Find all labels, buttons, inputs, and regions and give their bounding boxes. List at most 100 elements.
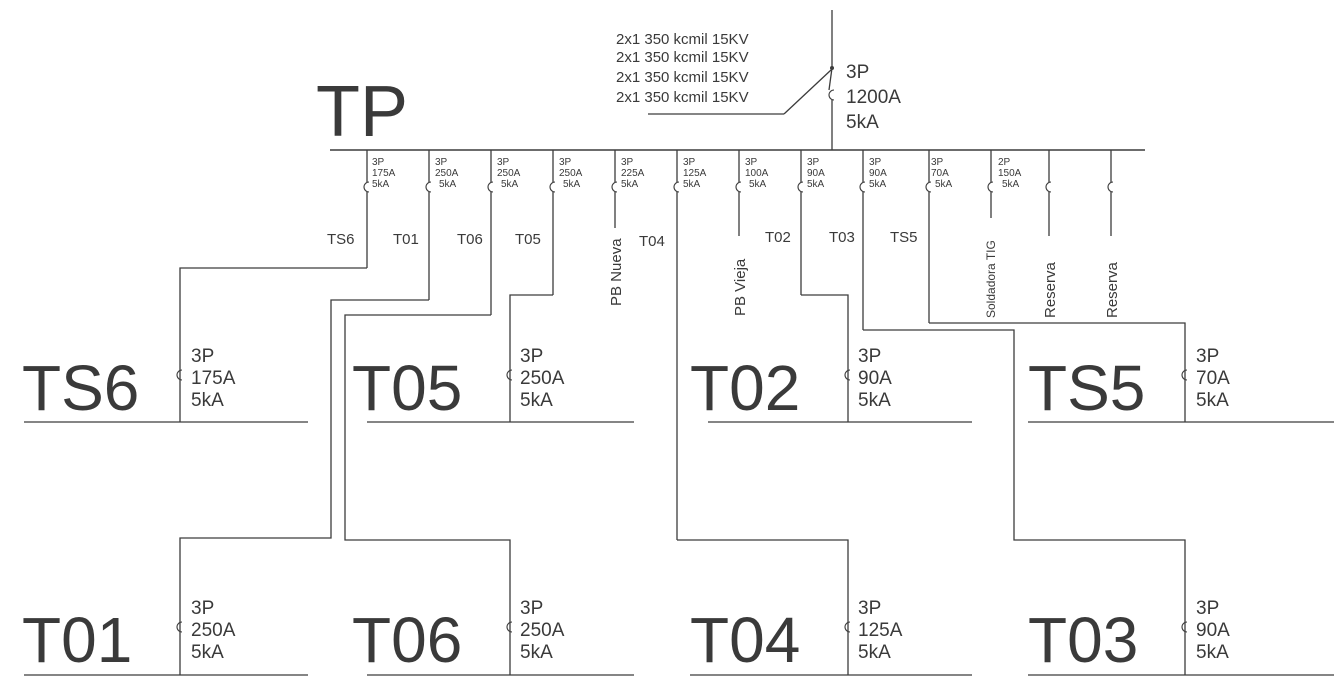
panel-poles: 3P: [1196, 598, 1219, 619]
breaker-ka: 5kA: [749, 179, 767, 190]
breaker-poles: 3P: [869, 157, 882, 168]
bus-breaker-pb-nueva: 3P 225A 5kA: [621, 157, 645, 190]
breaker-amps: 90A: [807, 168, 825, 179]
main-breaker-poles: 3P: [846, 62, 869, 83]
panel-title: TS5: [1028, 352, 1145, 424]
bus-breaker-ts5: 3P 70A 5kA: [931, 157, 953, 190]
sub-panel-ts5: TS5 3P 70A 5kA: [1028, 346, 1334, 424]
breaker-ka: 5kA: [869, 179, 887, 190]
bus-breaker-t06: 3P 250A 5kA: [497, 157, 521, 190]
feeder-label-t03: T03: [829, 229, 855, 246]
breaker-poles: 3P: [745, 157, 758, 168]
panel-title: T04: [690, 604, 800, 676]
breaker-ka: 5kA: [563, 179, 581, 190]
panel-ka: 5kA: [191, 642, 224, 663]
breaker-poles: 3P: [559, 157, 572, 168]
panel-ka: 5kA: [191, 390, 224, 411]
panel-amps: 250A: [520, 368, 565, 389]
panel-poles: 3P: [520, 346, 543, 367]
bus-breaker-t02: 3P 90A 5kA: [807, 157, 825, 190]
breaker-amps: 125A: [683, 168, 707, 179]
panel-amps: 125A: [858, 620, 903, 641]
breaker-ka: 5kA: [807, 179, 825, 190]
breaker-amps: 70A: [931, 168, 949, 179]
breaker-poles: 3P: [372, 157, 385, 168]
panel-ka: 5kA: [1196, 642, 1229, 663]
feeder-label-t06: T06: [457, 231, 483, 248]
panel-amps: 250A: [191, 620, 236, 641]
bus-breaker-pb-vieja: 3P 100A 5kA: [745, 157, 769, 190]
feeder-label-t05: T05: [515, 231, 541, 248]
sub-panel-t05: T05 3P 250A 5kA: [352, 346, 634, 424]
breaker-poles: 3P: [683, 157, 696, 168]
bus-breaker-t01: 3P 250A 5kA: [435, 157, 459, 190]
feeder-label-t02: T02: [765, 229, 791, 246]
sub-panel-t06: T06 3P 250A 5kA: [352, 598, 634, 676]
breaker-poles: 3P: [435, 157, 448, 168]
cable-label: 2x1 350 kcmil 15KV: [616, 89, 749, 106]
breaker-amps: 150A: [998, 168, 1022, 179]
sub-panel-ts6: TS6 3P 175A 5kA: [22, 346, 308, 424]
panel-title: T05: [352, 352, 462, 424]
panel-title: T01: [22, 604, 132, 676]
feeder-labels: TS6 T01 T06 T05 T04 T02 T03 TS5 PB Nueva…: [327, 229, 1121, 318]
breaker-ka: 5kA: [439, 179, 457, 190]
breaker-amps: 250A: [559, 168, 583, 179]
feeder-label-ts5: TS5: [890, 229, 918, 246]
feeder-label-t01: T01: [393, 231, 419, 248]
panel-title: T06: [352, 604, 462, 676]
breaker-poles: 3P: [807, 157, 820, 168]
main-incoming: [648, 10, 835, 150]
breaker-amps: 100A: [745, 168, 769, 179]
panel-ka: 5kA: [520, 390, 553, 411]
main-breaker-rating: 3P 1200A 5kA: [846, 62, 901, 133]
panel-poles: 3P: [191, 346, 214, 367]
feeder-label-soldadora-tig: Soldadora TIG: [984, 240, 998, 318]
panel-ka: 5kA: [858, 642, 891, 663]
breaker-poles: 3P: [931, 157, 944, 168]
main-panel-title: TP: [316, 72, 408, 152]
cable-label: 2x1 350 kcmil 15KV: [616, 31, 749, 48]
breaker-ka: 5kA: [621, 179, 639, 190]
bus-breaker-t04: 3P 125A 5kA: [683, 157, 707, 190]
panel-amps: 90A: [1196, 620, 1230, 641]
panel-title: T02: [690, 352, 800, 424]
panel-poles: 3P: [858, 598, 881, 619]
breaker-amps: 250A: [435, 168, 459, 179]
breaker-ka: 5kA: [1002, 179, 1020, 190]
panel-title: TS6: [22, 352, 139, 424]
bus-breaker-soldadora-tig: 2P 150A 5kA: [998, 157, 1022, 190]
panel-amps: 250A: [520, 620, 565, 641]
breaker-amps: 90A: [869, 168, 887, 179]
breaker-ka: 5kA: [372, 179, 390, 190]
main-breaker-amps: 1200A: [846, 87, 901, 108]
feeder-routes: [179, 267, 1186, 675]
panel-poles: 3P: [191, 598, 214, 619]
breaker-amps: 175A: [372, 168, 396, 179]
sub-panel-t03: T03 3P 90A 5kA: [1028, 598, 1334, 676]
breaker-ka: 5kA: [935, 179, 953, 190]
breaker-amps: 250A: [497, 168, 521, 179]
feeder-label-pb-vieja: PB Vieja: [732, 258, 749, 316]
bus-breaker-t05: 3P 250A 5kA: [559, 157, 583, 190]
feeder-label-ts6: TS6: [327, 231, 355, 248]
feeder-label-reserva: Reserva: [1104, 261, 1121, 318]
panel-ka: 5kA: [1196, 390, 1229, 411]
sub-panel-t02: T02 3P 90A 5kA: [690, 346, 972, 424]
breaker-ka: 5kA: [501, 179, 519, 190]
breaker-ka: 5kA: [683, 179, 701, 190]
panel-poles: 3P: [1196, 346, 1219, 367]
cable-labels: 2x1 350 kcmil 15KV 2x1 350 kcmil 15KV 2x…: [616, 31, 749, 106]
breaker-amps: 225A: [621, 168, 645, 179]
bus-taps: [363, 150, 1114, 540]
cable-label: 2x1 350 kcmil 15KV: [616, 69, 749, 86]
panel-poles: 3P: [520, 598, 543, 619]
bus-breakers: 3P 175A 5kA 3P 250A 5kA 3P 250A 5kA 3P 2…: [372, 157, 1022, 190]
bus-breaker-ts6: 3P 175A 5kA: [372, 157, 396, 190]
panel-title: T03: [1028, 604, 1138, 676]
panel-ka: 5kA: [520, 642, 553, 663]
panel-amps: 90A: [858, 368, 892, 389]
panel-amps: 175A: [191, 368, 236, 389]
sub-panel-t04: T04 3P 125A 5kA: [690, 598, 972, 676]
